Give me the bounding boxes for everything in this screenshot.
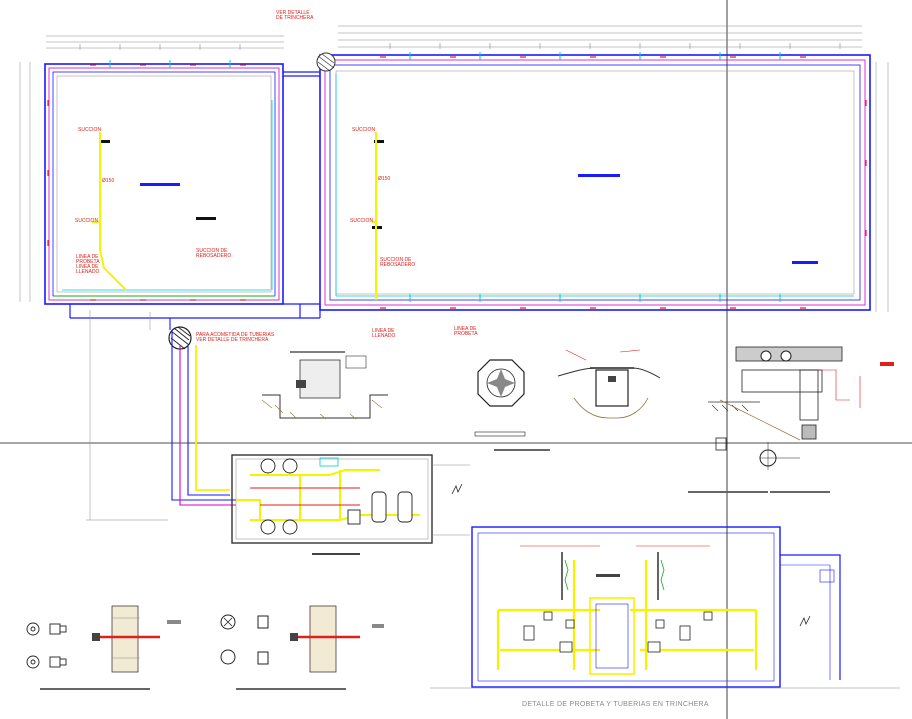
detail-valves-mid — [220, 605, 384, 690]
diam-label-2: Ø150 — [378, 176, 390, 182]
probeta-pipes — [496, 552, 758, 675]
succion-label-1: SUCCION — [78, 127, 101, 133]
break-line-icon — [451, 483, 811, 627]
diam-label-1: Ø150 — [102, 178, 114, 184]
manhole-icon — [557, 349, 661, 419]
pump-room-caption — [312, 553, 360, 555]
feed-pipes — [169, 318, 240, 506]
linea-probeta-right: LINEA DE PROBETA — [454, 326, 478, 337]
succion-label-2: SUCCION — [75, 218, 98, 224]
section-cross-icon — [168, 52, 336, 350]
ver-detalle-trinchera: VER DETALLE DE TRINCHERA — [276, 10, 314, 21]
succion-rebosadero-left: SUCCION DE REBOSADERO — [196, 248, 231, 259]
detail-caption: DETALLE DE PROBETA Y TUBERIAS EN TRINCHE… — [522, 701, 709, 708]
dimension-lines-top — [19, 25, 889, 312]
detail-valves-left — [26, 605, 181, 690]
detail-structure-section — [688, 346, 894, 493]
cyan-tick-marks — [109, 52, 781, 302]
linea-llenado-label: LINEA DE LLENADO — [372, 328, 396, 339]
acometida-label: PARA ACOMETIDA DE TUBERIAS VER DETALLE D… — [196, 332, 276, 343]
succion-label-3: SUCCION — [352, 127, 375, 133]
right-tank — [319, 54, 871, 311]
probeta-valves — [523, 611, 713, 653]
valve-icon — [26, 622, 67, 669]
left-tank — [44, 63, 284, 305]
wall-tick-marks — [47, 56, 867, 309]
succion-rebosadero-right: SUCCION DE REBOSADERO — [380, 257, 415, 268]
suction-pipes — [92, 132, 377, 300]
detail-probeta-frame — [430, 526, 900, 689]
pump-room — [231, 454, 470, 544]
connector-wall — [69, 71, 321, 319]
detail-octagon — [474, 359, 550, 451]
pump-icon — [260, 458, 413, 535]
tank-tags — [100, 140, 818, 264]
linea-probeta-left: LINEA DE PROBETA LINEA DE LLENADO — [76, 254, 101, 275]
detail-box-section — [261, 351, 388, 420]
left-dimensions — [86, 310, 168, 521]
succion-label-4: SUCCION — [350, 218, 373, 224]
dimension-ticks — [79, 43, 841, 50]
